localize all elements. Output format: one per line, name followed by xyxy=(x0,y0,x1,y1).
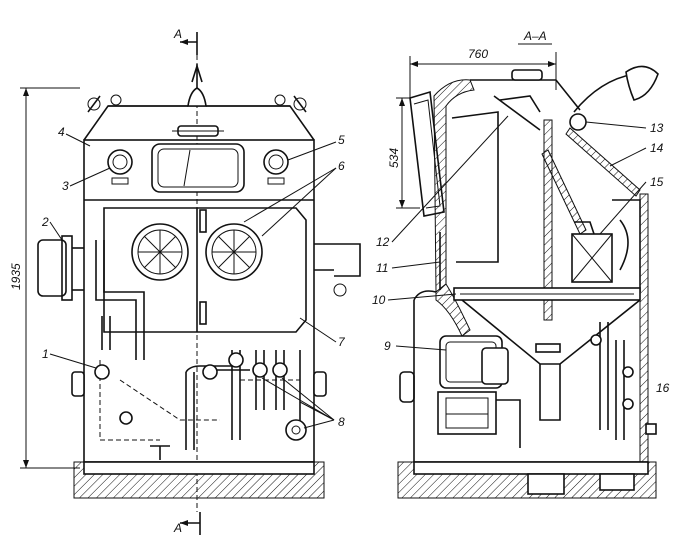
callout-14: 14 xyxy=(650,141,664,155)
callout-5: 5 xyxy=(338,133,345,147)
motor xyxy=(437,335,521,448)
side-height-label: 534 xyxy=(387,148,401,168)
section-marker-top: A xyxy=(173,27,198,55)
side-bracket-right xyxy=(314,243,361,277)
callout-11: 11 xyxy=(376,261,388,275)
callout-9: 9 xyxy=(384,339,391,353)
callout-6: 6 xyxy=(338,159,345,173)
callout-8: 8 xyxy=(338,415,345,429)
section-title: A–A xyxy=(523,29,547,43)
side-box-left xyxy=(37,239,67,297)
callout-12: 12 xyxy=(376,235,390,249)
viewing-window xyxy=(151,143,245,193)
callout-2: 2 xyxy=(41,215,49,229)
callout-4: 4 xyxy=(58,125,65,139)
top-antenna xyxy=(187,87,207,107)
glove-port-left xyxy=(131,223,189,281)
callouts: 1 2 3 4 5 6 7 8 9 10 11 12 13 14 15 16 xyxy=(41,115,670,429)
section-marker-bottom: A xyxy=(173,512,201,535)
grate xyxy=(453,287,641,301)
callout-1: 1 xyxy=(42,347,49,361)
dimension-width: 760 xyxy=(409,47,557,100)
callout-10: 10 xyxy=(372,293,386,307)
front-view: 1935 A A xyxy=(9,27,361,535)
glove-port-right xyxy=(205,223,263,281)
dimension-side: 534 xyxy=(387,97,420,209)
right-pipes xyxy=(535,322,657,440)
dimension-overall-height: 1935 xyxy=(9,87,80,469)
valves xyxy=(94,352,307,441)
section-label-bottom: A xyxy=(173,521,182,535)
callout-15: 15 xyxy=(650,175,664,189)
glove-panel xyxy=(103,207,307,333)
hull-wall-front xyxy=(433,79,475,294)
central-column xyxy=(543,119,553,321)
section-view: A–A 760 534 xyxy=(387,29,659,499)
callout-7: 7 xyxy=(338,335,346,349)
lamp xyxy=(569,65,659,131)
gauge-right xyxy=(263,149,289,185)
filter-box xyxy=(571,221,613,283)
callout-3: 3 xyxy=(62,179,69,193)
hull-wall-lower xyxy=(435,283,471,337)
callout-13: 13 xyxy=(650,121,664,135)
gauge-left xyxy=(107,149,133,185)
section-label-top: A xyxy=(173,27,182,41)
top-handle-section xyxy=(511,69,543,81)
lifting-lugs xyxy=(87,94,307,113)
overall-height-label: 1935 xyxy=(9,263,23,290)
width-label: 760 xyxy=(468,47,488,61)
callout-16: 16 xyxy=(656,381,670,395)
